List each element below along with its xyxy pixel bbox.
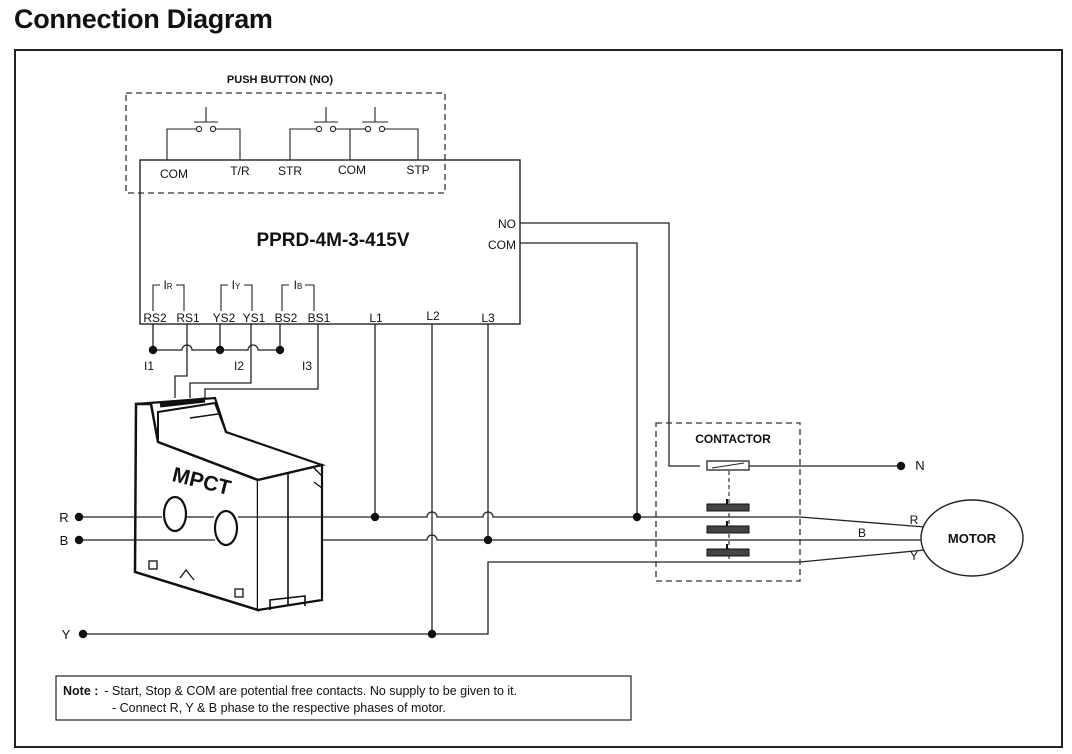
contactor-box xyxy=(655,422,801,582)
terminal-bs2: BS2 xyxy=(275,311,298,325)
motor-phase-r: R xyxy=(910,513,919,527)
motor xyxy=(920,499,1024,577)
ct-group-ir: IR xyxy=(152,278,185,311)
supply-label-y: Y xyxy=(62,627,71,642)
terminal-rs2: RS2 xyxy=(143,311,167,325)
svg-text:IY: IY xyxy=(232,278,241,292)
note-box xyxy=(55,675,632,721)
terminal-com-out: COM xyxy=(488,238,516,252)
ct-group-iy: IY xyxy=(220,278,253,311)
contactor-label: CONTACTOR xyxy=(695,432,771,446)
terminal-ys2: YS2 xyxy=(213,311,236,325)
push-button-start xyxy=(289,107,351,160)
diagram-frame xyxy=(14,49,1063,748)
relay-model: PPRD-4M-3-415V xyxy=(256,230,409,251)
ct-group-ib: IB xyxy=(281,278,315,311)
terminal-bs1: BS1 xyxy=(308,311,331,325)
junction-dot xyxy=(215,345,225,355)
terminal-stp: STP xyxy=(406,163,429,177)
supply-wiring xyxy=(79,222,700,635)
terminal-ys1: YS1 xyxy=(243,311,266,325)
terminal-com-2: COM xyxy=(338,163,366,177)
supply-label-r: R xyxy=(59,510,68,525)
push-button-label: PUSH BUTTON (NO) xyxy=(227,74,333,86)
svg-text:IR: IR xyxy=(163,278,172,292)
contactor-coil xyxy=(706,460,898,560)
terminal-n-dot xyxy=(896,461,906,471)
terminal-com-1: COM xyxy=(160,167,188,181)
push-button-stop xyxy=(350,107,419,160)
supply-label-b: B xyxy=(60,533,69,548)
junction-dot xyxy=(148,345,158,355)
motor-phase-b: B xyxy=(858,526,866,540)
page-title: Connection Diagram xyxy=(14,4,273,34)
terminal-rs1: RS1 xyxy=(176,311,200,325)
ct-label-i3: I3 xyxy=(302,359,312,373)
terminal-no: NO xyxy=(498,217,516,231)
push-button-tr xyxy=(166,107,241,160)
terminal-l3: L3 xyxy=(481,311,495,325)
ct-label-i1: I1 xyxy=(144,359,154,373)
neutral-label: N xyxy=(915,458,924,473)
junction-dot xyxy=(370,512,380,522)
ct-wiring xyxy=(152,324,319,398)
terminal-l2: L2 xyxy=(426,309,440,323)
junction-dot xyxy=(632,512,642,522)
terminal-b-dot xyxy=(74,535,84,545)
terminal-str: STR xyxy=(278,164,302,178)
note-prefix: Note : xyxy=(63,684,98,698)
contactor-contacts xyxy=(706,499,750,557)
note-line-1: Note :- Start, Stop & COM are potential … xyxy=(63,684,517,698)
terminal-y-dot xyxy=(78,629,88,639)
relay-box xyxy=(139,159,521,325)
junction-dot xyxy=(483,535,493,545)
mpct-body xyxy=(133,396,326,612)
junction-dot xyxy=(275,345,285,355)
terminal-tr: T/R xyxy=(230,164,250,178)
terminal-r-dot xyxy=(74,512,84,522)
svg-text:IB: IB xyxy=(294,278,303,292)
motor-label: MOTOR xyxy=(948,531,997,546)
note-line-2: - Connect R, Y & B phase to the respecti… xyxy=(112,701,446,715)
motor-phase-y: Y xyxy=(910,549,918,563)
ct-label-i2: I2 xyxy=(234,359,244,373)
motor-wiring xyxy=(700,516,926,563)
terminal-l1: L1 xyxy=(369,311,383,325)
junction-dot xyxy=(427,629,437,639)
